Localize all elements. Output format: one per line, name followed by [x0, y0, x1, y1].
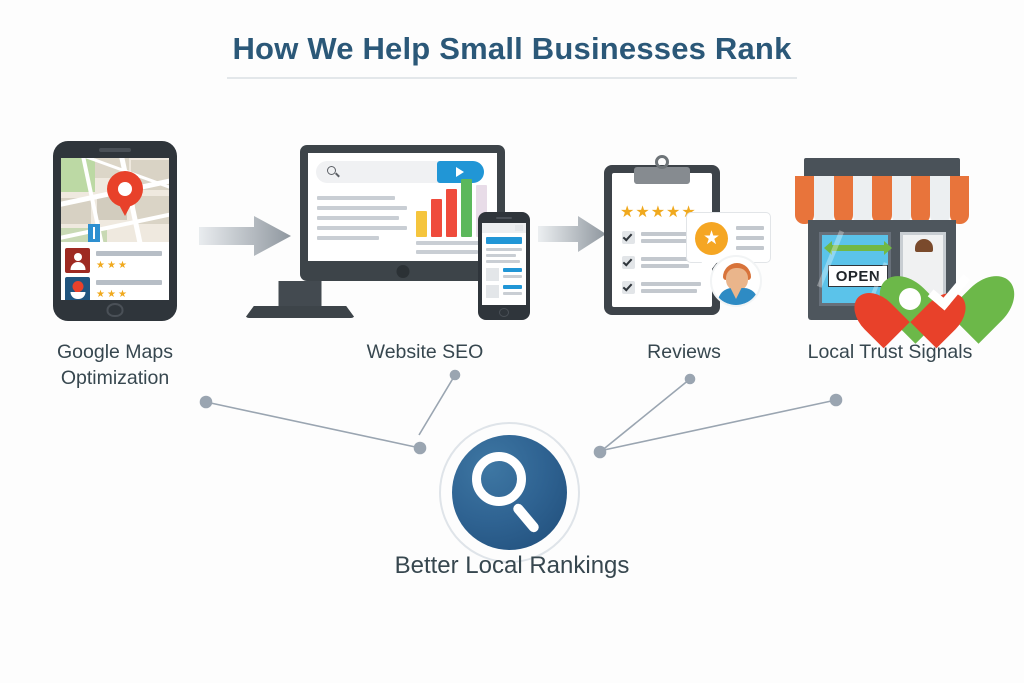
play-search-icon[interactable] — [437, 161, 484, 183]
checkbox-icon[interactable] — [622, 231, 635, 244]
listing-title-bar — [96, 251, 162, 256]
smartphone-map-pin-icon: ★★★ ★★★ — [53, 141, 177, 321]
step-label-reviews: Reviews — [647, 341, 721, 363]
checkbox-icon[interactable] — [622, 281, 635, 294]
monitor-screen — [308, 153, 497, 261]
store-roof — [804, 158, 960, 180]
map-pin-hole — [118, 182, 132, 196]
open-sign-text: OPEN — [835, 267, 881, 285]
monitor-stand-neck — [278, 281, 322, 306]
magnifier-handle — [511, 501, 541, 535]
search-input[interactable] — [316, 161, 484, 183]
title-divider — [227, 77, 797, 80]
list-item[interactable]: ★★★ — [65, 277, 165, 300]
heart-icon — [873, 268, 947, 336]
listing-title-bar — [96, 280, 162, 285]
phone-screen: ★★★ ★★★ — [61, 158, 169, 300]
smartphone-website-preview — [478, 212, 530, 320]
rating-stars: ★★★ ★★ — [620, 204, 696, 221]
rating-stars: ★★★ — [96, 260, 127, 271]
checklist-item[interactable] — [622, 231, 712, 247]
customer-avatar-icon — [710, 255, 762, 307]
monitor-power-dot — [396, 265, 409, 278]
page-title: How We Help Small Businesses Rank — [232, 31, 792, 66]
bar-chart — [416, 173, 490, 237]
magnifying-glass-icon[interactable] — [452, 435, 567, 550]
checklist-item[interactable] — [622, 281, 712, 297]
map-view — [61, 158, 169, 242]
store-awning — [795, 176, 969, 224]
phone-speaker — [99, 148, 131, 152]
search-icon — [327, 166, 336, 175]
clipboard-ring — [655, 155, 669, 169]
rating-stars: ★★★ — [96, 289, 127, 300]
page-header: How We Help Small Businesses Rank — [0, 30, 1024, 80]
location-pin-avatar-icon — [65, 277, 90, 300]
magnifier-lens — [472, 452, 526, 506]
double-arrow-icon — [824, 241, 892, 255]
monitor-stand-base — [245, 306, 355, 318]
person-avatar-icon — [65, 248, 90, 273]
arrow-step1-to-step2 — [199, 216, 291, 256]
clipboard-clamp — [634, 155, 690, 184]
list-item[interactable]: ★★★ — [65, 248, 165, 274]
blue-place-marker — [88, 224, 100, 242]
map-pin-marker — [107, 171, 143, 207]
step-label-website-seo: Website SEO — [366, 341, 484, 363]
step-label-local-trust-signals: Local Trust Signals — [807, 341, 973, 363]
step-label-google-maps-optimization: Google Maps Optimization — [57, 341, 173, 390]
star-badge-icon: ★ — [695, 222, 728, 255]
checkbox-icon[interactable] — [622, 256, 635, 269]
arrow-step2-to-step3 — [538, 216, 606, 252]
phone-home-button — [106, 303, 124, 317]
hub-label: Better Local Rankings — [394, 552, 630, 579]
checklist-item[interactable] — [622, 256, 712, 272]
